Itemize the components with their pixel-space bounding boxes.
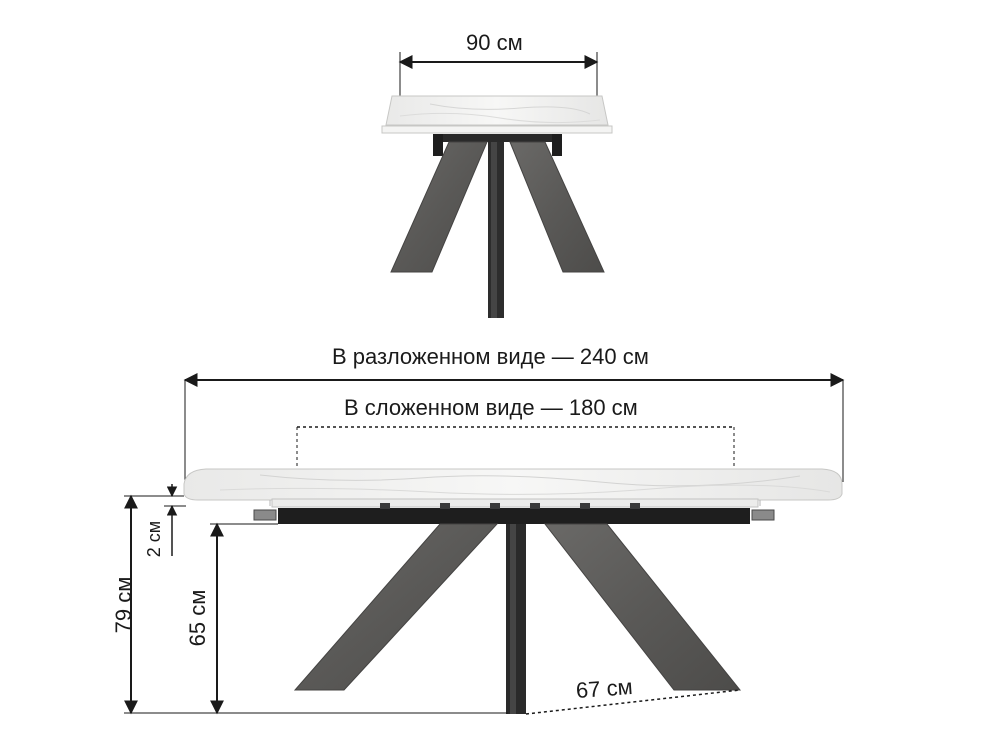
width-label: 90 см — [466, 30, 523, 55]
side-view-table — [124, 373, 845, 715]
clearance-height-label: 65 см — [185, 589, 210, 647]
side-view-under-board — [271, 498, 759, 508]
end-view-leg-right — [509, 141, 605, 273]
end-view-leg-left — [390, 141, 488, 273]
end-view-frame — [437, 134, 561, 142]
total-height-label: 79 см — [111, 576, 136, 634]
end-view-table — [381, 52, 613, 318]
end-view-lower-board — [381, 125, 613, 134]
thickness-label: 2 см — [144, 520, 164, 558]
side-view-tabletop — [183, 468, 843, 501]
leg-span-label: 67 см — [575, 674, 634, 703]
side-view-frame — [278, 508, 750, 524]
extended-length-label: В разложенном виде — 240 см — [332, 344, 649, 369]
end-view-tabletop — [385, 95, 609, 126]
side-view-leg-left — [293, 523, 499, 691]
folded-length-label: В сложенном виде — 180 см — [344, 395, 638, 420]
side-view-leg-right — [543, 523, 742, 691]
